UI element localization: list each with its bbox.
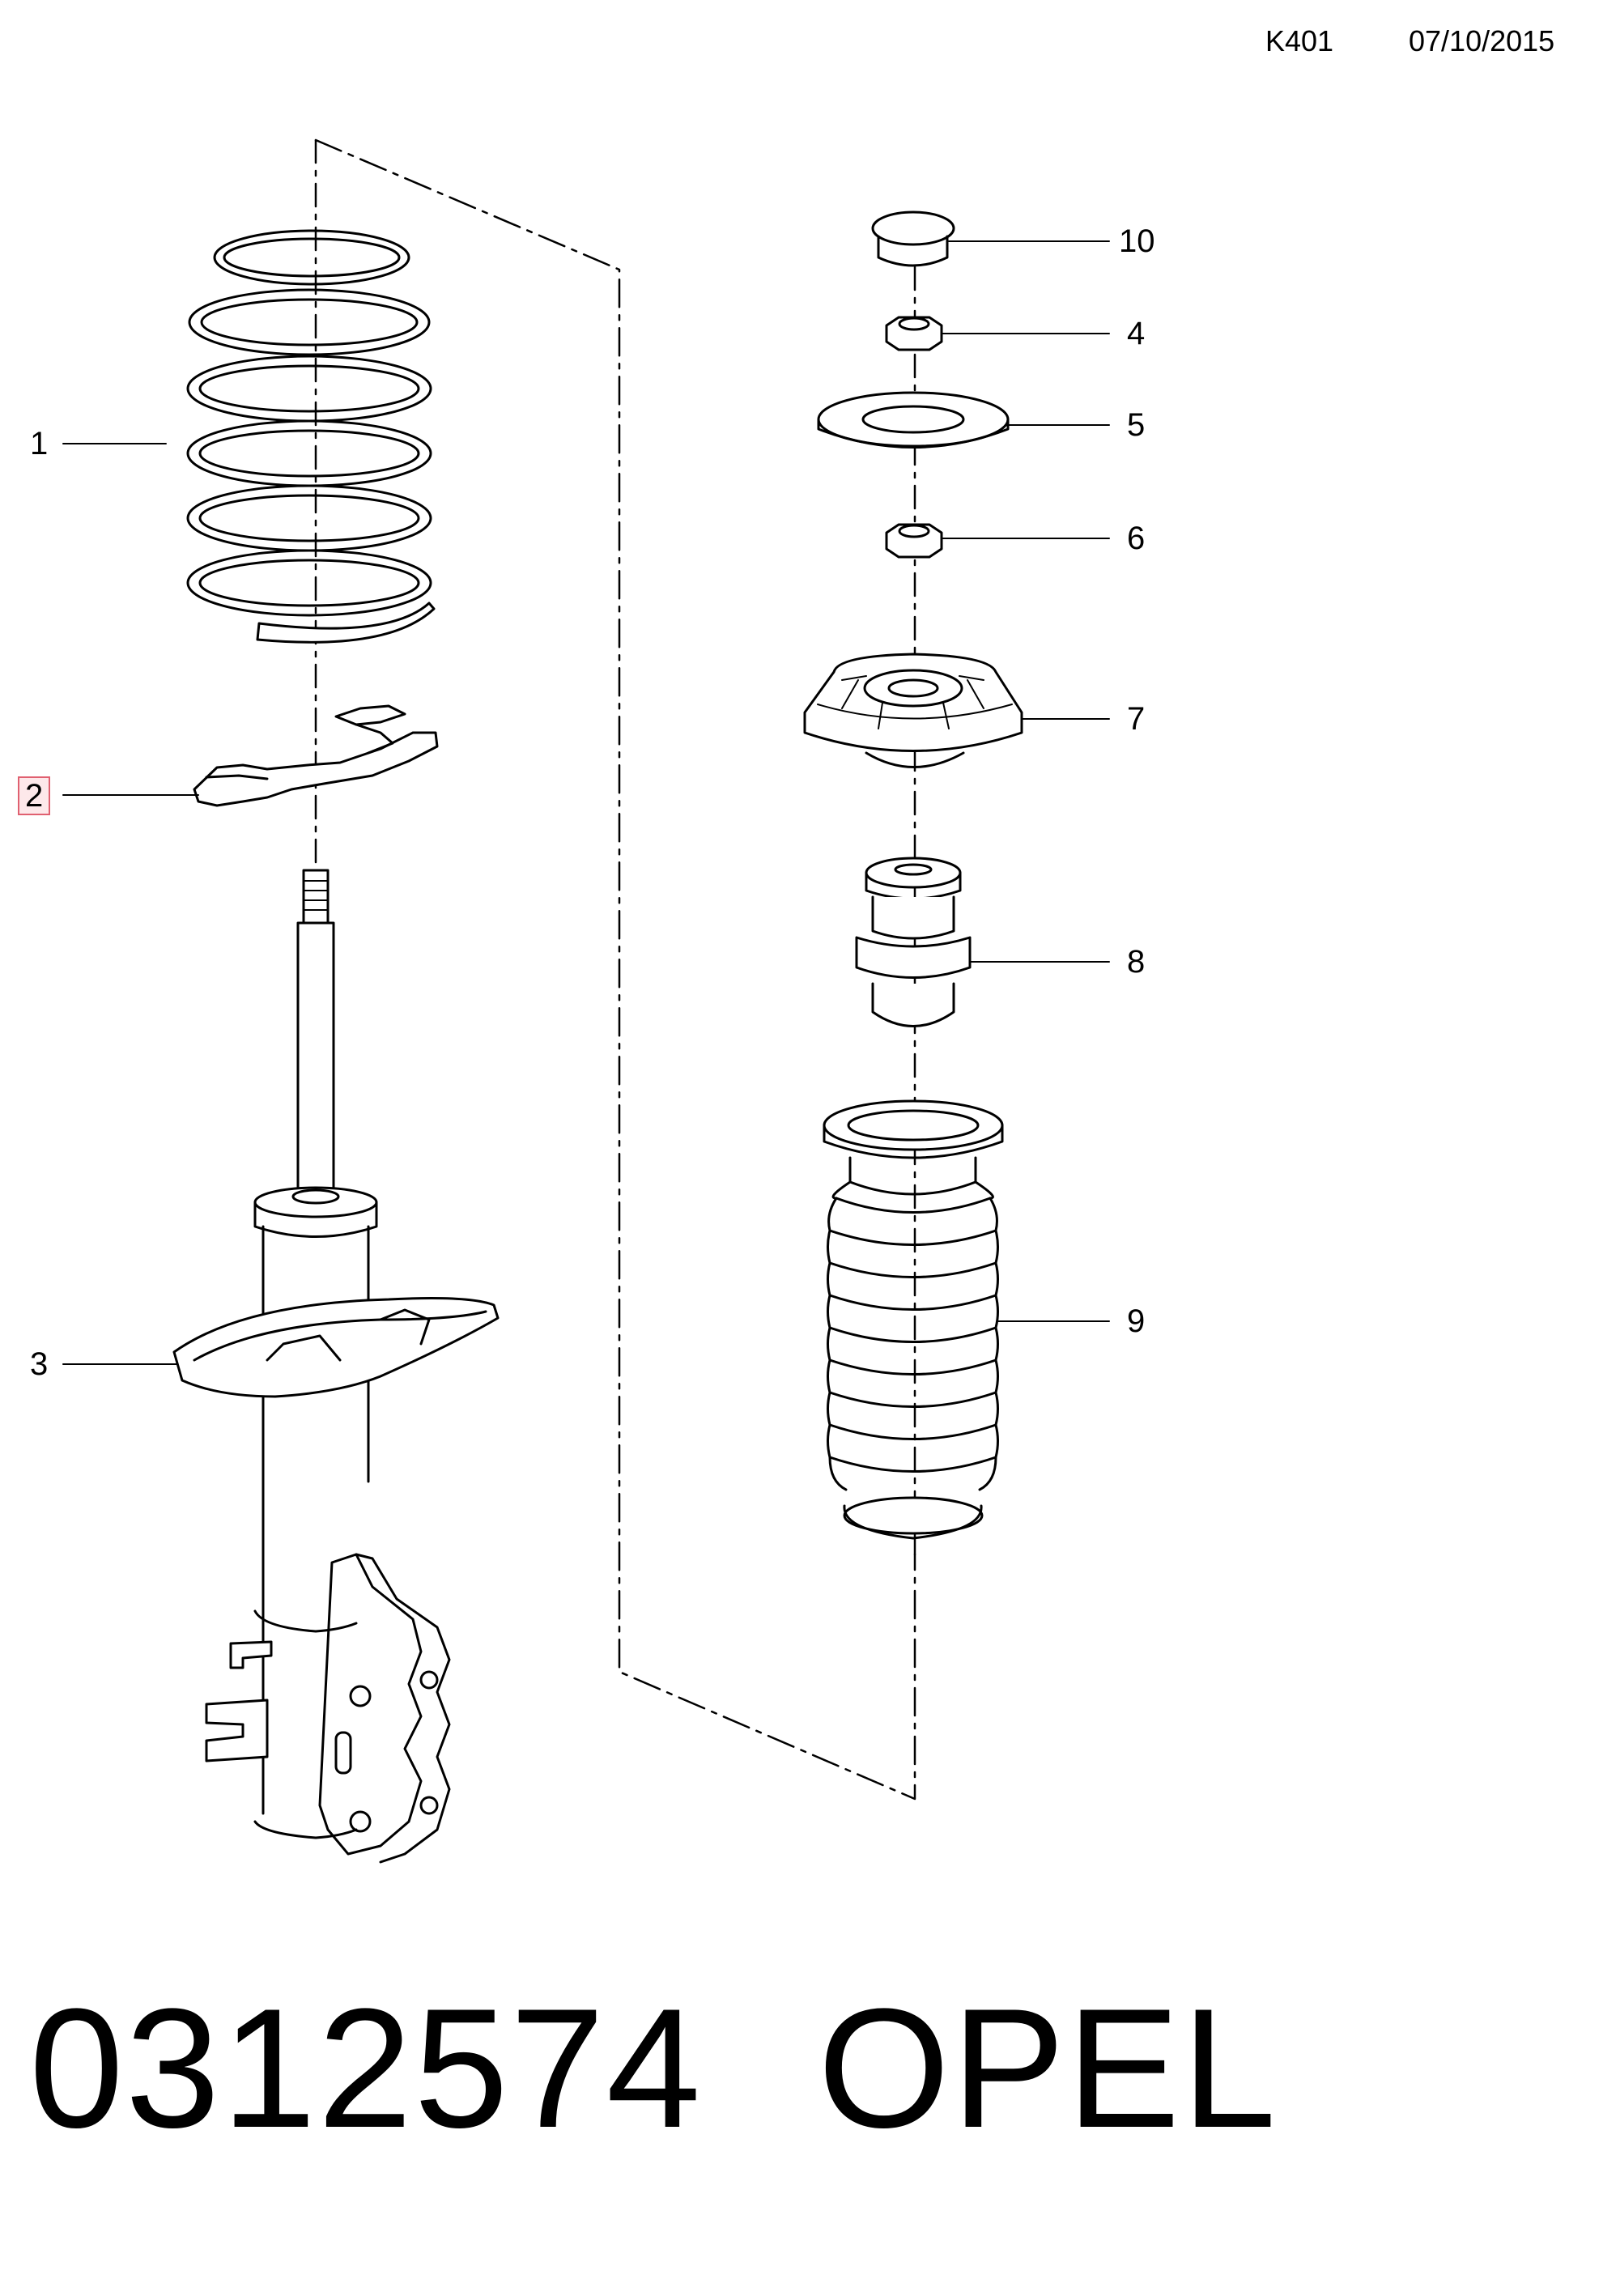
callout-6[interactable]: 6	[1127, 521, 1146, 556]
callout-9[interactable]: 9	[1127, 1303, 1146, 1339]
bump-stop-drawing	[855, 857, 972, 1027]
washer-drawing	[817, 391, 1010, 449]
callout-4[interactable]: 4	[1127, 316, 1146, 351]
callout-8[interactable]: 8	[1127, 944, 1146, 980]
strut-drawing	[172, 869, 500, 1864]
leader-lines	[62, 240, 1110, 1365]
callout-1[interactable]: 1	[30, 426, 49, 461]
callout-2[interactable]: 2	[18, 776, 51, 815]
spring-seat-drawing	[193, 704, 439, 807]
upper-nut-drawing	[885, 316, 943, 351]
brand-name: OPEL	[818, 1973, 1278, 2163]
lower-nut-drawing	[885, 523, 943, 559]
strut-mount-drawing	[803, 653, 1023, 768]
cap-drawing	[871, 210, 955, 267]
callout-3[interactable]: 3	[30, 1346, 49, 1382]
diagram-date: 07/10/2015	[1409, 24, 1555, 57]
coil-spring-drawing	[186, 229, 436, 644]
part-number: 0312574	[29, 1973, 703, 2163]
callout-10[interactable]: 10	[1119, 223, 1155, 259]
diagram-code: K401	[1265, 24, 1334, 57]
callout-5[interactable]: 5	[1127, 407, 1146, 443]
dust-boot-drawing	[823, 1099, 1004, 1540]
assembly-boundary-line	[314, 138, 916, 1801]
callout-7[interactable]: 7	[1127, 701, 1146, 737]
